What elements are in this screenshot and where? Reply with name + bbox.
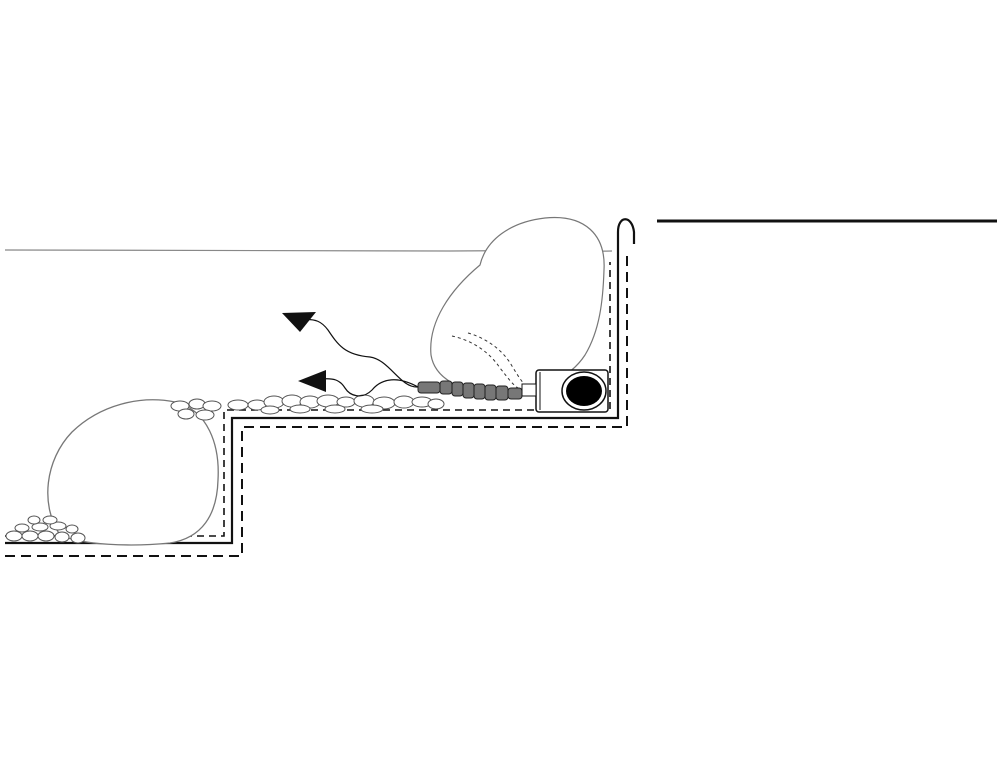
gravel-stone xyxy=(42,515,58,525)
flow-curve-upper xyxy=(299,318,419,388)
pump-icon xyxy=(521,369,609,413)
pump-intake xyxy=(566,376,602,406)
nozzle-segment xyxy=(417,381,441,394)
gravel-stone xyxy=(31,522,49,532)
underlay-dashed-line-outer xyxy=(5,250,628,557)
arrow-head-icon xyxy=(282,312,316,332)
nozzle-segment xyxy=(451,381,464,397)
arrow-head-icon xyxy=(298,370,326,392)
gravel-upper-shelf xyxy=(170,394,445,421)
gravel-stone xyxy=(177,408,195,420)
gravel-stone xyxy=(227,399,249,411)
nozzle-segment xyxy=(484,384,497,401)
gravel-stone xyxy=(289,404,311,414)
nozzle-segment xyxy=(473,383,486,400)
gravel-stone xyxy=(5,530,23,542)
gravel-stone xyxy=(393,395,415,409)
gravel-stone xyxy=(27,515,41,525)
nozzle-segment xyxy=(507,387,523,400)
flow-curve-lower xyxy=(321,378,419,397)
flex-nozzle-icon xyxy=(417,380,523,401)
nozzle-segment xyxy=(439,380,453,395)
gravel-stone xyxy=(14,523,30,533)
gravel-stone xyxy=(188,398,206,410)
gravel-stone xyxy=(54,531,70,543)
gravel-lower-shelf xyxy=(5,515,86,544)
gravel-stone xyxy=(65,524,79,534)
gravel-stone xyxy=(260,405,280,415)
gravel-stone xyxy=(195,409,215,421)
gravel-stone xyxy=(202,400,222,412)
gravel-stone xyxy=(21,530,39,542)
nozzle-segment xyxy=(462,382,475,399)
liner-solid-line xyxy=(5,218,636,545)
gravel-stone xyxy=(427,398,445,410)
gravel-stone xyxy=(70,532,86,544)
gravel-stone xyxy=(37,530,55,542)
gravel-stone xyxy=(324,404,346,414)
nozzle-alt-position-dashed xyxy=(451,332,527,389)
gravel-stone xyxy=(49,521,67,531)
nozzle-segment xyxy=(495,385,509,401)
upper-boulder xyxy=(430,216,605,394)
pump-outlet xyxy=(521,383,537,397)
lower-boulder xyxy=(47,399,219,546)
gravel-stone xyxy=(360,404,384,414)
